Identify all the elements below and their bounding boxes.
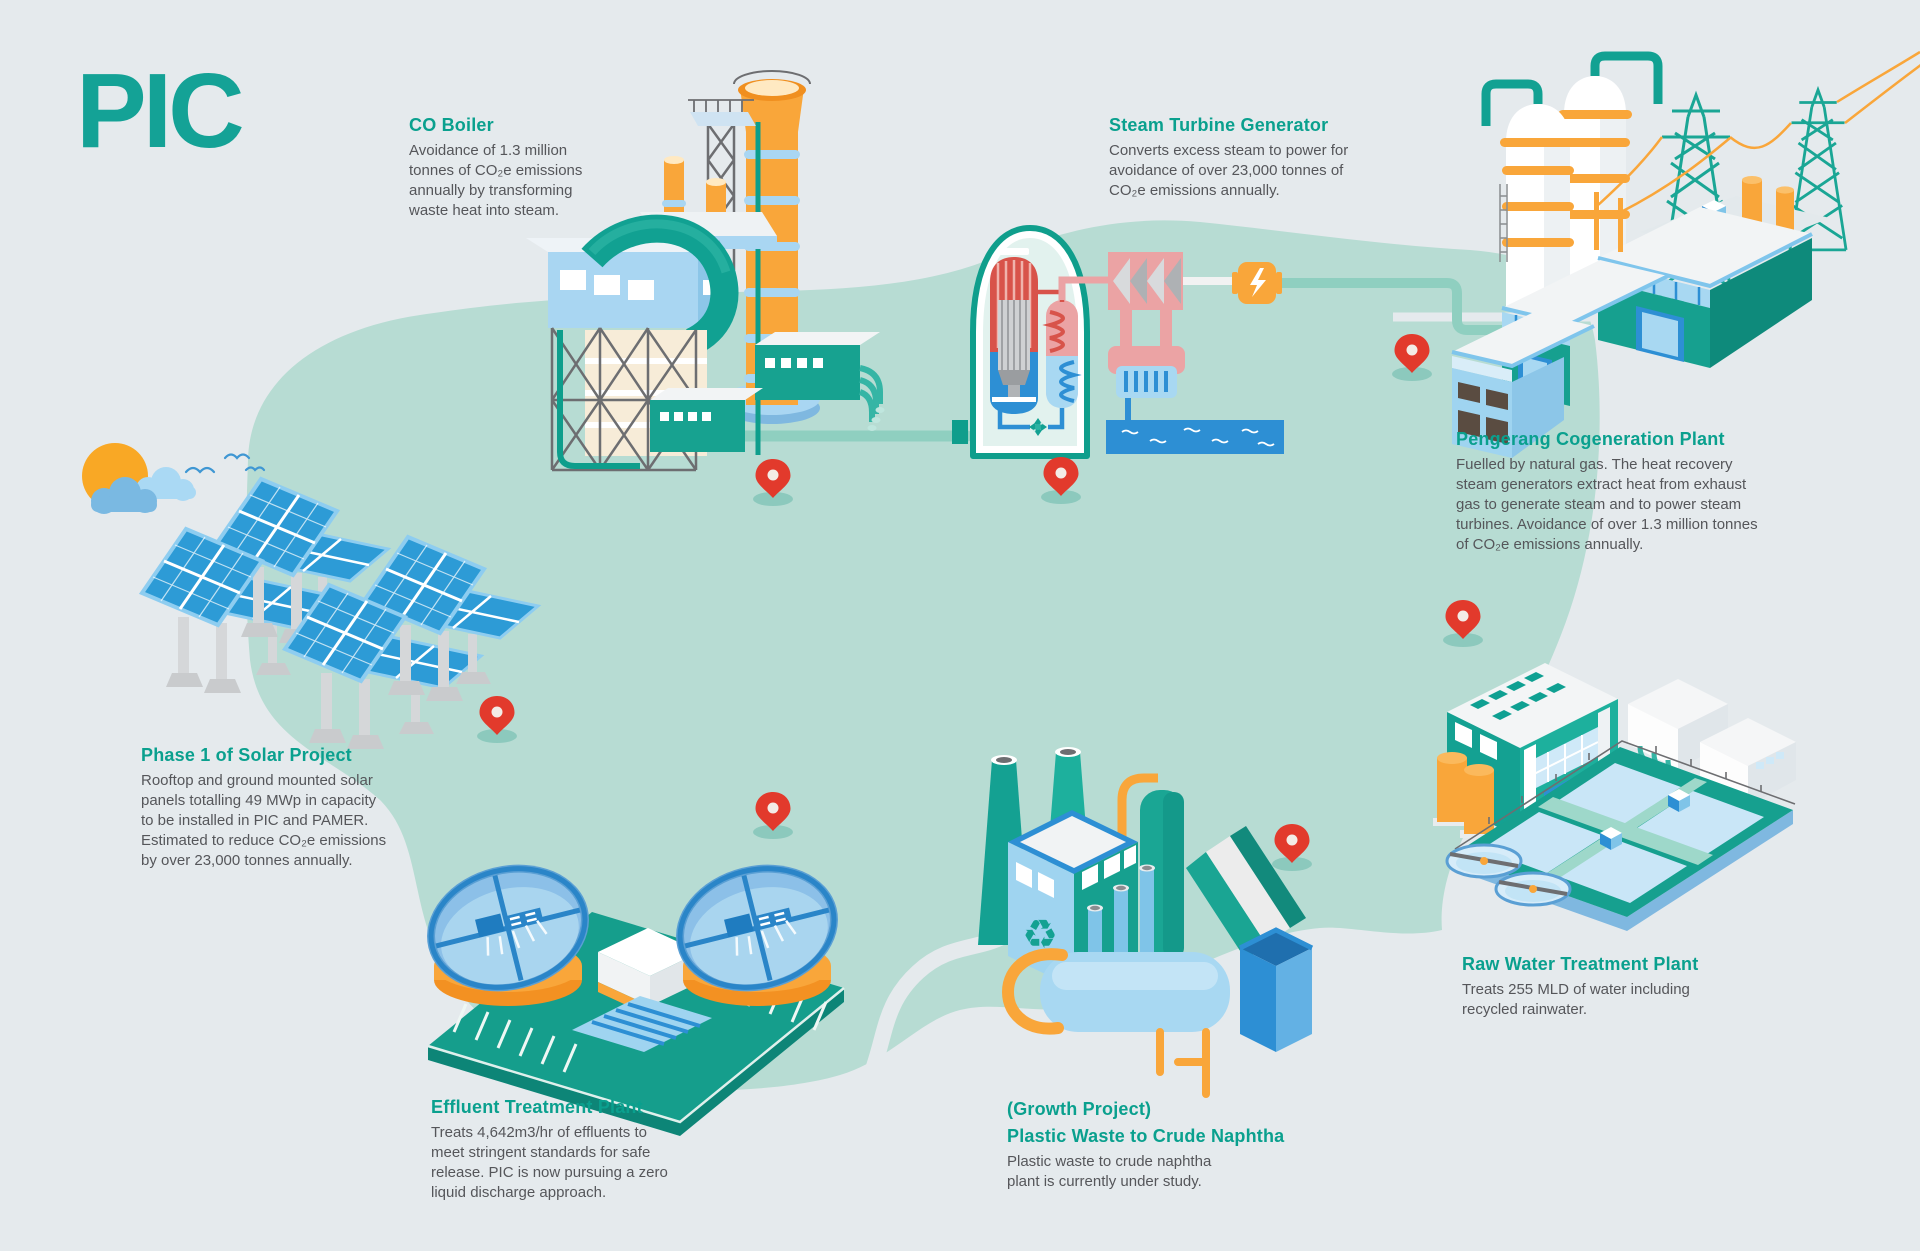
label-cogeneration-plant: Pengerang Cogeneration Plant Fuelled by … [1456,428,1764,555]
connector-pipes [734,278,1565,442]
cloud-icon [136,467,196,501]
steam-turbine-illustration [952,225,1284,459]
valve-icon [1029,418,1047,436]
facility-description: Rooftop and ground mounted solar panels … [141,772,387,869]
clarifier-tank [676,864,838,1006]
facility-title: Plastic Waste to Crude Naphtha [1007,1126,1285,1146]
facility-description: Fuelled by natural gas. The heat recover… [1456,456,1758,553]
raw-water-plant-illustration [1433,663,1796,931]
location-pin-icon [1272,824,1312,871]
facility-title: CO Boiler [409,115,494,135]
facility-title: Phase 1 of Solar Project [141,745,352,765]
location-pin-icon [1443,600,1483,647]
effluent-plant-illustration [427,864,845,1136]
label-co-boiler: CO Boiler Avoidance of 1.3 million tonne… [409,114,591,221]
lightning-icon [1250,268,1266,297]
site-path [840,928,1012,1126]
storage-tank [1464,770,1494,834]
heat-duct [581,214,739,355]
storage-tank [1437,758,1467,822]
facility-description: Treats 255 MLD of water including recycl… [1462,981,1690,1018]
cogeneration-plant-illustration [1451,50,1920,458]
generator-to-plant-pipe [1271,278,1565,335]
facility-title: Effluent Treatment Plant [431,1097,643,1117]
location-pin-icon [753,459,793,506]
label-steam-turbine: Steam Turbine Generator Converts excess … [1109,114,1363,201]
facility-title: (Growth Project) [1007,1099,1152,1119]
facility-description: Avoidance of 1.3 million tonnes of CO₂e … [409,142,583,219]
pic-logo: PIC [76,52,245,170]
label-raw-water-plant: Raw Water Treatment Plant Treats 255 MLD… [1462,953,1704,1020]
facility-title: Steam Turbine Generator [1109,115,1329,135]
label-plastic-waste-plant: (Growth Project) Plastic Waste to Crude … [1007,1098,1284,1192]
collection-bin [1238,927,1314,1052]
location-pin-icon [477,696,517,743]
facility-title: Raw Water Treatment Plant [1462,954,1699,974]
location-pin-icon [1392,334,1432,381]
co-boiler-illustration [526,70,885,472]
clarifier [1445,843,1572,907]
location-pin-icon [1041,457,1081,504]
label-solar-project: Phase 1 of Solar Project Rooftop and gro… [141,744,389,871]
facility-title: Pengerang Cogeneration Plant [1456,429,1725,449]
facility-description: Converts excess steam to power for avoid… [1109,142,1349,199]
location-pin-icon [753,792,793,839]
cloud-icon [91,477,157,514]
auxiliary-building [755,345,860,400]
clarifier-tank [427,864,589,1006]
solar-project-illustration [82,443,542,749]
plastic-waste-plant-illustration: ♻ [978,747,1314,1098]
facility-description: Treats 4,642m3/hr of effluents to meet s… [431,1124,668,1201]
auxiliary-building [650,400,745,452]
cooling-pool [1106,420,1284,454]
label-effluent-plant: Effluent Treatment Plant Treats 4,642m3/… [431,1096,669,1203]
power-lines [1596,50,1920,214]
facility-description: Plastic waste to crude naphtha plant is … [1007,1153,1212,1190]
bird-icon [184,453,266,474]
solar-panel-large [138,476,488,749]
walkway-hut [1600,789,1690,850]
